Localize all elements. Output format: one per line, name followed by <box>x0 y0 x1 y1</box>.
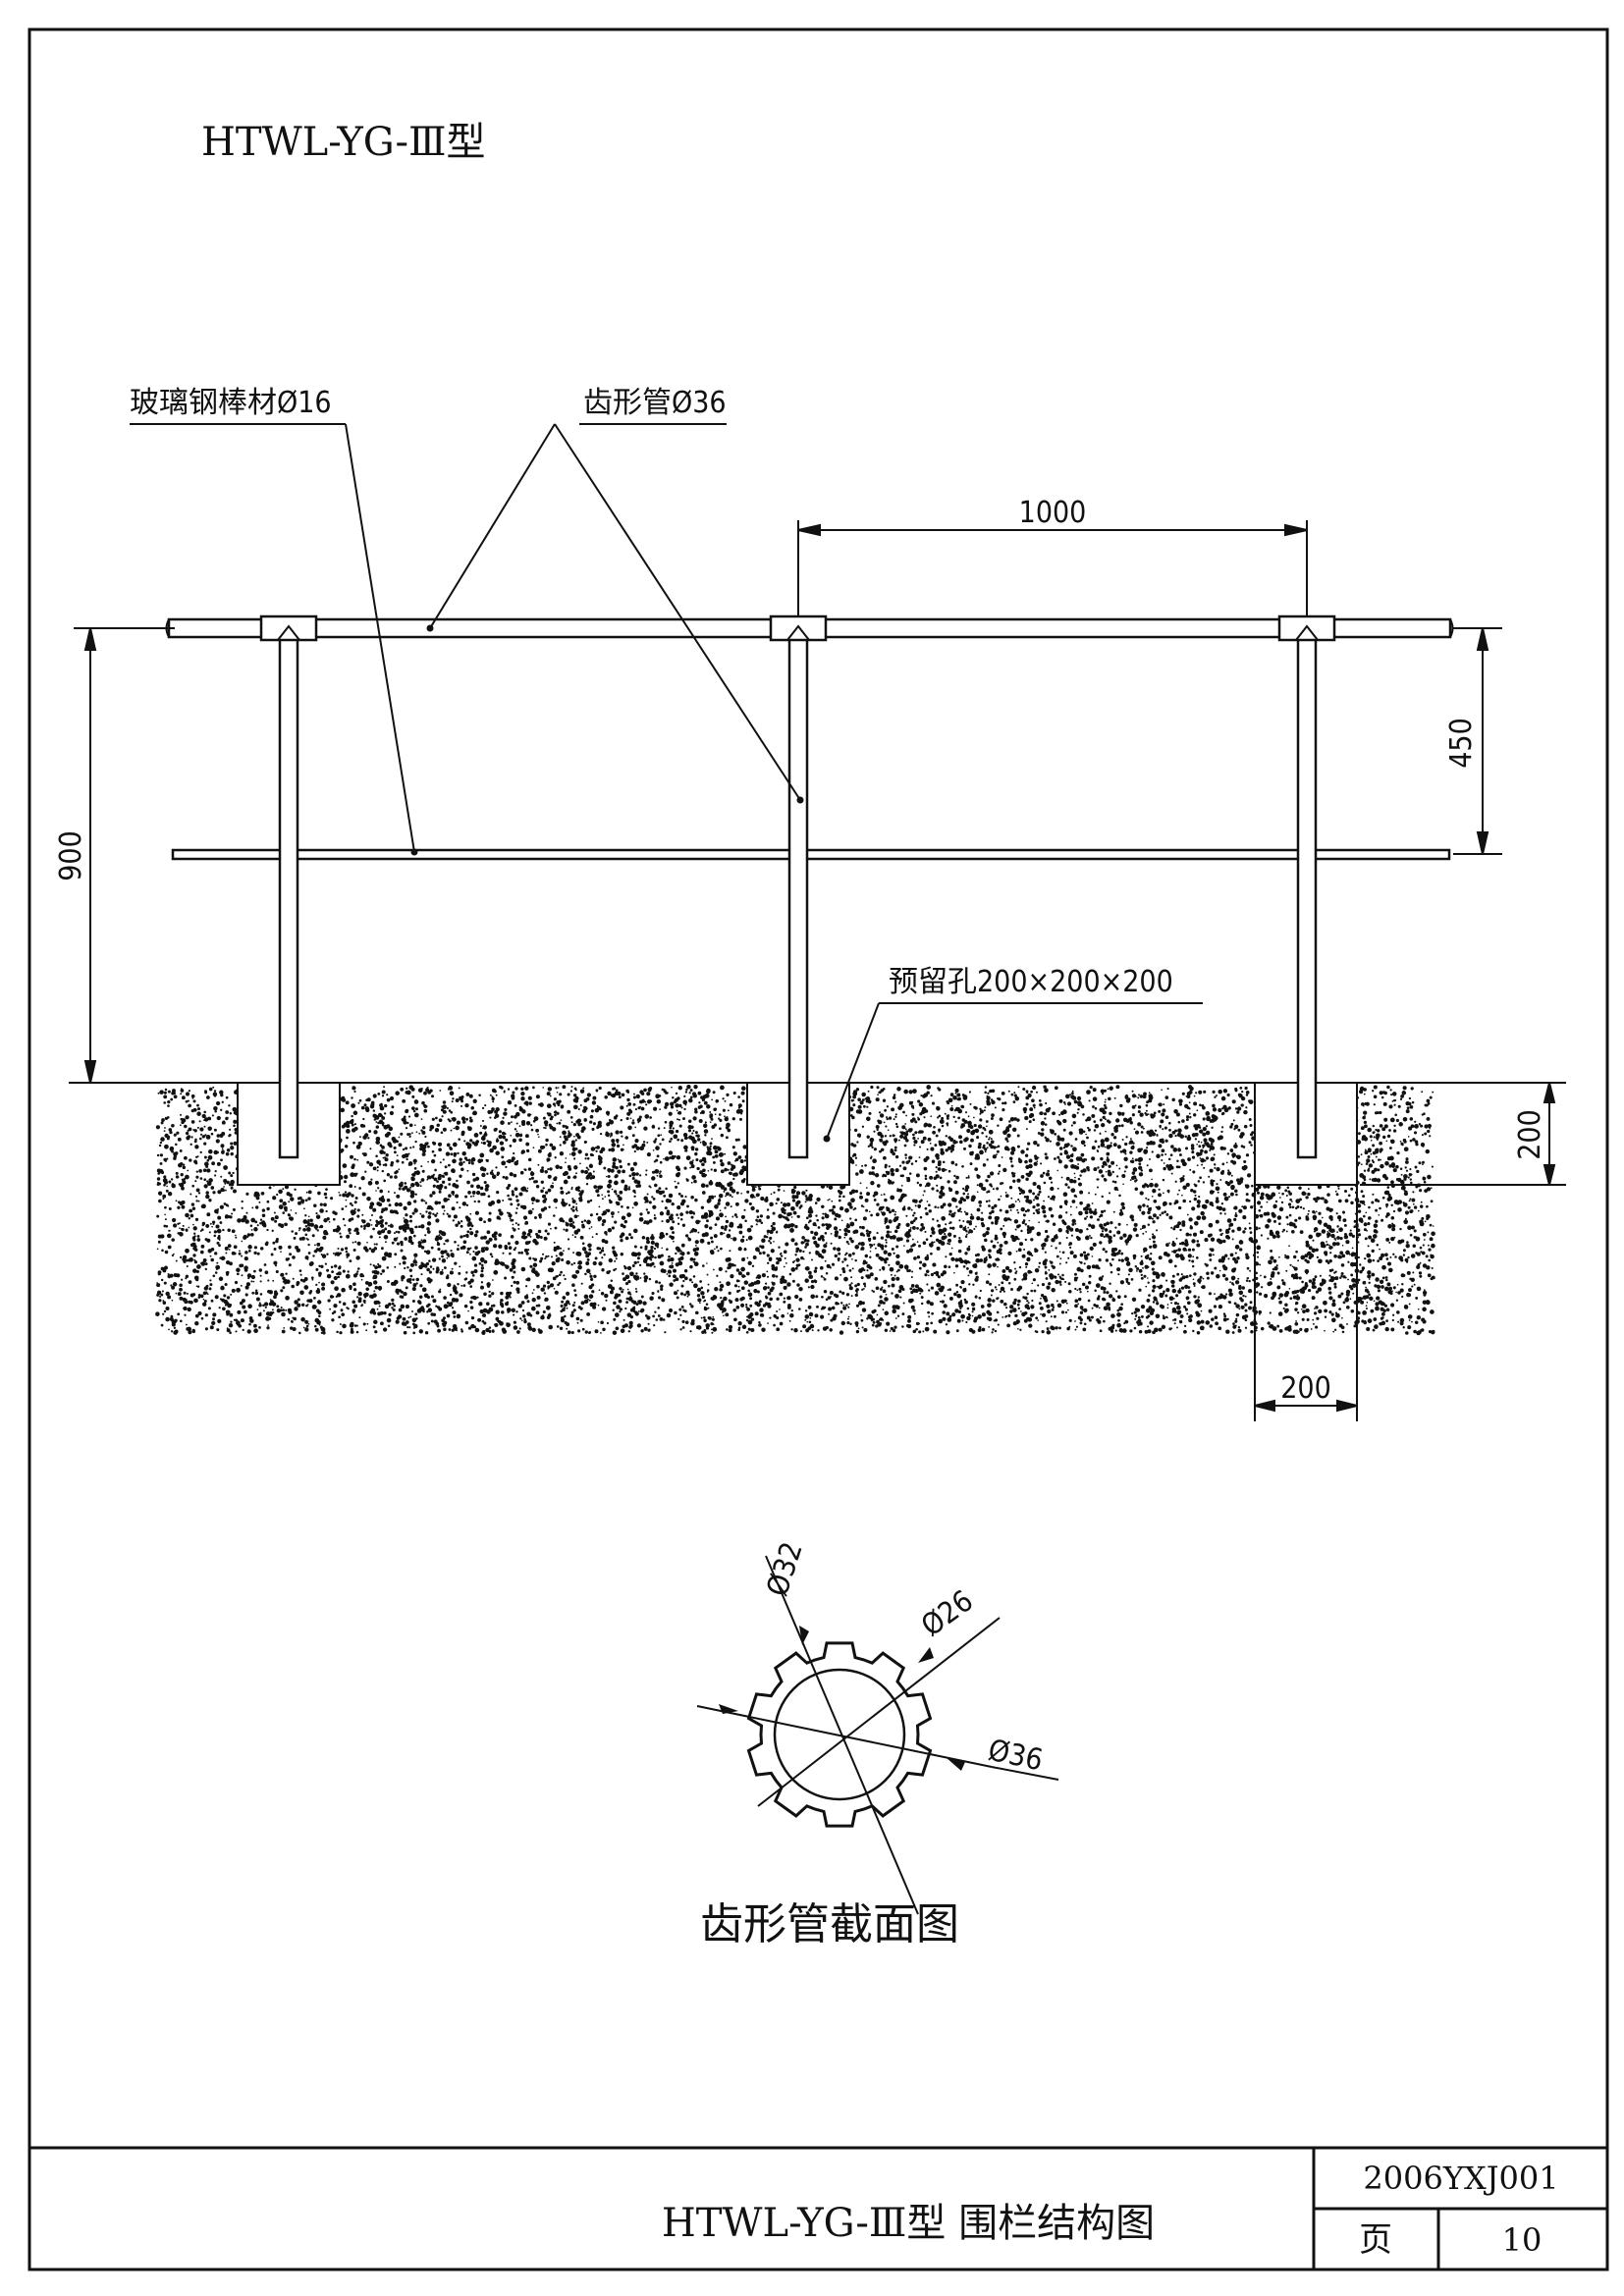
leader-toothed-pipe <box>426 423 804 804</box>
section-d-mid: Ø32 <box>760 1538 809 1601</box>
dim-embed-depth <box>1360 1082 1566 1186</box>
ground-hatch <box>69 1082 1458 1336</box>
dim-rail-gap <box>1453 627 1502 855</box>
post-left <box>259 614 318 1159</box>
drawing-name: HTWL-YG-Ⅲ型 围栏结构图 <box>662 2201 1155 2246</box>
dim-hole-width-text: 200 <box>1280 1371 1331 1406</box>
dim-hole-width <box>1254 1185 1358 1421</box>
dim-post-spacing-text: 1000 <box>1019 496 1087 530</box>
middle-rod <box>171 848 1451 861</box>
dim-embed-depth-text: 200 <box>1513 1109 1547 1160</box>
leader-frp-rod <box>130 423 418 856</box>
label-frp-rod: 玻璃钢棒材Ø16 <box>130 386 332 420</box>
section-d-inner: Ø26 <box>915 1583 980 1643</box>
section-d-outer: Ø36 <box>985 1734 1046 1779</box>
drawing-frame <box>27 27 1609 2271</box>
section-title: 齿形管截面图 <box>700 1899 959 1949</box>
page-label: 页 <box>1359 2220 1392 2260</box>
post-right <box>1277 614 1336 1159</box>
section-view <box>696 1555 1059 1915</box>
post-middle <box>769 614 828 1159</box>
dim-rail-gap-text: 450 <box>1444 718 1479 769</box>
dim-post-spacing <box>797 520 1308 616</box>
model-title: HTWL-YG-Ⅲ型 <box>201 120 486 165</box>
leader-reserved-hole <box>823 1002 1203 1143</box>
page-number: 10 <box>1502 2221 1543 2259</box>
dim-total-height <box>74 627 175 1084</box>
title-block <box>29 2146 1607 2269</box>
label-reserved-hole: 预留孔200×200×200 <box>889 965 1173 999</box>
label-toothed-pipe: 齿形管Ø36 <box>583 386 727 420</box>
dim-total-height-text: 900 <box>54 830 88 881</box>
drawing-code: 2006YXJ001 <box>1363 2160 1558 2197</box>
